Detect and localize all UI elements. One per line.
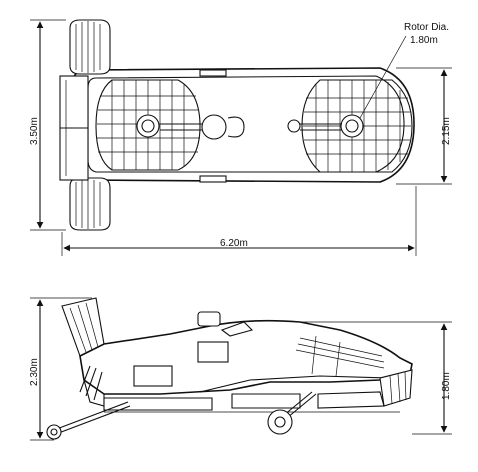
front-fan-guard	[300, 79, 413, 173]
rotor-dia-label: Rotor Dia.	[404, 22, 449, 33]
top-view: Rotor Dia. 1.80m 3.50m 2.15m 6.20m	[29, 19, 452, 256]
tow-dolly	[46, 391, 317, 440]
hull-panel	[133, 365, 173, 387]
hull-body-side	[79, 319, 413, 395]
mast-post	[287, 119, 301, 133]
windscreen-top	[227, 116, 245, 138]
headrest	[220, 321, 254, 337]
body-height-dimension-label: 1.80m	[441, 372, 452, 400]
total-height-dimension-label: 2.30m	[29, 358, 40, 386]
rotor-leader-line	[359, 35, 407, 119]
front-dolly-wheel	[46, 424, 62, 440]
rear-thruster-lower	[69, 177, 111, 231]
windscreen-stripes	[295, 335, 385, 377]
rear-fan-guard	[95, 79, 201, 171]
rear-thruster-upper	[69, 19, 111, 75]
inner-width-dimension-label: 2.15m	[441, 117, 452, 145]
skirt-side	[79, 365, 413, 411]
width-dimension-label: 3.50m	[29, 117, 40, 145]
rear-dolly-wheel	[267, 409, 293, 435]
side-view: 2.30m 1.80m	[29, 297, 452, 441]
engine-hub	[201, 114, 227, 140]
rotor-dia-value: 1.80m	[410, 35, 438, 46]
canopy-hatch	[197, 311, 221, 327]
length-dimension-label: 6.20m	[220, 238, 248, 249]
side-window	[197, 341, 229, 363]
